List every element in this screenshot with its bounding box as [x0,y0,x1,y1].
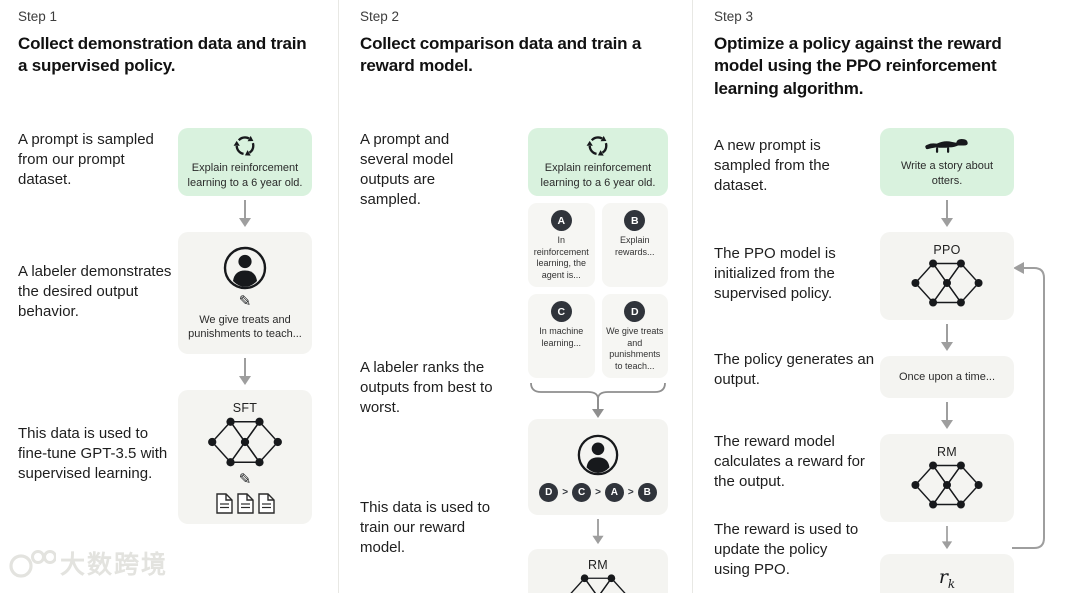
rank-badge: D [539,482,559,502]
rank-separator: > [595,486,601,498]
step-label: Step 2 [360,9,400,24]
output-card-d: D We give treats and punishments to teac… [601,294,668,379]
neural-network-icon [911,461,983,509]
documents-icon [215,492,275,514]
caption: This data is used to train our reward mo… [360,499,491,556]
caption: A prompt and several model outputs are s… [360,131,454,208]
watermark: 大数跨境 [8,545,168,581]
model-label: SFT [232,400,258,415]
caption: The reward is used to update the policy … [714,521,859,578]
step-title: Collect demonstration data and train a s… [18,34,307,76]
caption: A labeler demonstrates the desired outpu… [18,263,172,320]
pencil-icon: ✎ [238,292,252,310]
person-icon [577,434,619,475]
column-divider [338,0,339,593]
rm-model-box: RM [880,434,1014,522]
ranking-row: D > C > A > B [539,482,657,502]
output-label: A [550,210,572,231]
ppo-model-box: PPO [880,232,1014,320]
down-arrow-icon [941,402,953,429]
prompt-box: Explain reinforcement learning to a 6 ye… [528,128,668,196]
rank-badge: C [572,482,592,502]
output-text: In reinforcement learning, the agent is.… [533,235,589,280]
output-label: C [550,301,572,323]
flow-chain: Explain reinforcement learning to a 6 ye… [178,128,312,524]
person-icon [223,246,267,289]
output-text: Explain rewards... [614,235,655,257]
prompt-text: Explain reinforcement learning to a 6 ye… [540,162,656,189]
down-arrow-icon [941,526,953,550]
output-cards: A In reinforcement learning, the agent i… [528,203,668,379]
output-label: D [624,301,646,323]
caption: The policy generates an output. [714,351,875,388]
model-label: PPO [933,243,961,257]
labeler-box: D > C > A > B [528,419,668,516]
cycle-icon [233,135,255,156]
rank-separator: > [627,486,634,498]
reward-symbol: rk [938,565,956,591]
model-label: RM [936,445,958,459]
flow-chain: Explain reinforcement learning to a 6 ye… [528,128,668,593]
otter-icon [925,139,968,154]
rm-model-box: RM [528,549,668,593]
down-arrow-icon [592,519,604,545]
step-column-3: Step 3 Optimize a policy against the rew… [714,0,1074,593]
watermark-text: 大数跨境 [60,551,169,579]
neural-network-icon [570,574,626,593]
demonstration-text: We give treats and punishments to teach.… [188,313,302,340]
prompt-box: Explain reinforcement learning to a 6 ye… [178,128,312,196]
prompt-text: Write a story about otters. [900,160,994,187]
output-label: B [624,210,646,231]
rank-separator: > [562,486,569,498]
output-text: Once upon a time... [899,370,995,383]
reward-box: rk [880,554,1014,593]
down-arrow-icon [941,200,953,227]
document-icon [215,492,233,514]
step-column-1: Step 1 Collect demonstration data and tr… [18,0,338,593]
watermark-logo-icon [9,550,56,578]
down-arrow-icon [941,324,953,351]
neural-network-icon [911,259,983,307]
caption: The reward model calculates a reward for… [714,433,865,490]
rank-badge: A [604,482,624,502]
sft-model-box: SFT [178,390,312,524]
caption: This data is used to fine-tune GPT-3.5 w… [18,425,168,482]
output-text: We give treats and punishments to teach.… [606,326,664,371]
caption: A labeler ranks the outputs from best to… [360,359,493,416]
step-title: Optimize a policy against the reward mod… [714,34,1002,98]
output-box: Once upon a time... [880,356,1014,398]
rank-badge: B [637,482,657,502]
step-title: Collect comparison data and train a rewa… [360,34,642,76]
down-arrow-icon [239,200,251,227]
prompt-box: Write a story about otters. [880,128,1014,196]
caption: A prompt is sampled from our prompt data… [18,131,154,188]
flow-chain: Write a story about otters. PPO [880,128,1014,593]
brace-arrow-icon [530,383,666,419]
caption: The PPO model is initialized from the su… [714,245,836,302]
output-card-a: A In reinforcement learning, the agent i… [528,203,595,288]
output-text: In machine learning... [539,326,584,348]
caption: A new prompt is sampled from the dataset… [714,137,830,194]
output-card-b: B Explain rewards... [601,203,668,288]
feedback-loop-arrow [1012,262,1045,549]
document-icon [257,492,275,514]
document-icon [236,492,254,514]
neural-network-icon [208,417,282,466]
step-label: Step 1 [18,9,58,24]
model-label: RM [587,558,609,573]
pencil-icon: ✎ [238,470,252,488]
down-arrow-icon [239,358,251,385]
column-divider [692,0,693,593]
step-label: Step 3 [714,9,754,24]
output-card-c: C In machine learning... [528,294,595,379]
cycle-icon [586,135,608,156]
labeler-box: ✎ We give treats and punishments to teac… [178,232,312,354]
step-column-2: Step 2 Collect comparison data and train… [360,0,692,593]
prompt-text: Explain reinforcement learning to a 6 ye… [187,162,303,189]
